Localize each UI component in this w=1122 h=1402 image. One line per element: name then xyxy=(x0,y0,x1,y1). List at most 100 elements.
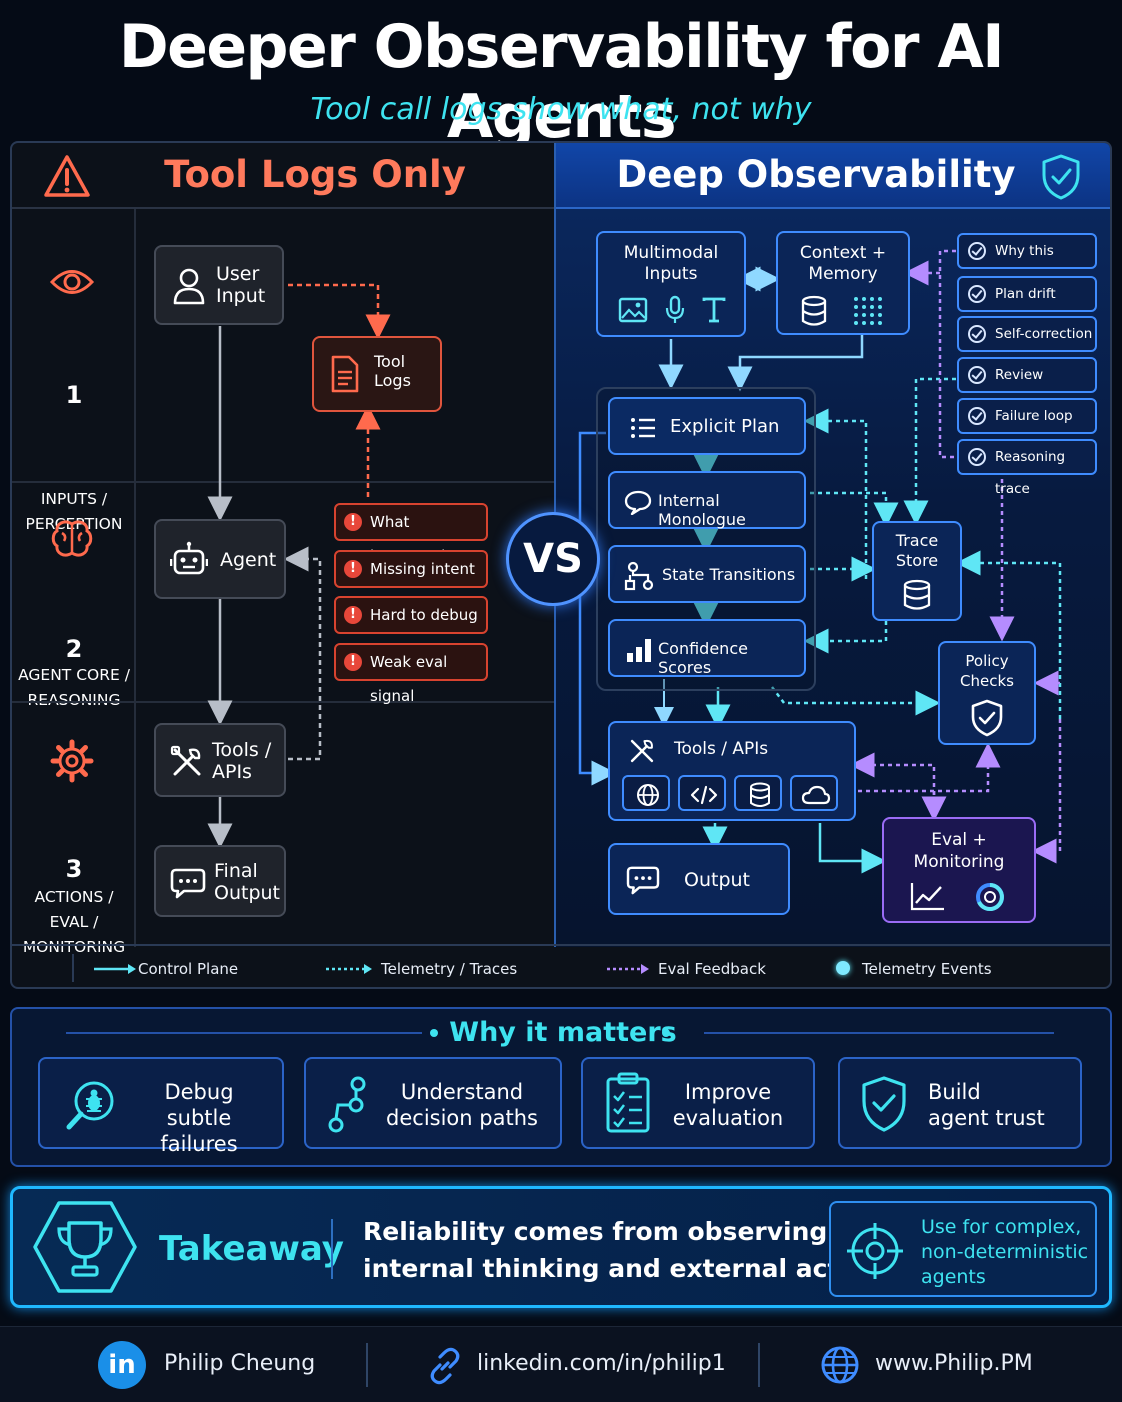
purple-dotted-arrow-icon xyxy=(607,964,649,974)
label-line: Multimodal xyxy=(623,243,719,263)
checklist-icon xyxy=(606,1072,650,1133)
benefit-card: Understand decision paths xyxy=(304,1057,562,1149)
benefit-line: Build xyxy=(928,1080,981,1104)
linkedin-link[interactable]: linkedin.com/in/philip1 xyxy=(477,1351,726,1376)
tool-logs-box: Tool Logs xyxy=(312,336,442,412)
benefit-line: decision paths xyxy=(386,1106,538,1130)
label-line: User xyxy=(216,263,260,285)
policy-checks-label: Policy Checks xyxy=(940,651,1034,691)
linkedin-icon: in xyxy=(98,1341,146,1389)
database-tool xyxy=(734,775,782,811)
stage-column: 1 INPUTS / PERCEPTION 2 AGENT CORE / REA… xyxy=(12,209,136,956)
divider-dot xyxy=(430,1029,438,1037)
label-line: Monitoring xyxy=(913,852,1005,872)
insight-tag: Reasoning trace xyxy=(957,439,1097,497)
divider-line xyxy=(66,1032,422,1034)
final-output-box: Final Output xyxy=(154,845,286,917)
label-line: Tools / xyxy=(212,739,272,761)
tools-icon xyxy=(170,745,201,776)
benefit-line: evaluation xyxy=(672,1106,784,1130)
state-transitions-label: State Transitions xyxy=(662,565,796,584)
bar-chart-icon xyxy=(627,639,651,662)
check-circle-icon xyxy=(968,366,986,384)
label-line: Output xyxy=(214,882,280,904)
final-output-label: Final Output xyxy=(214,860,280,904)
trophy-icon xyxy=(33,1201,137,1293)
check-circle-icon xyxy=(968,407,986,425)
shield-check-icon xyxy=(1042,154,1080,200)
stage-number: 3 xyxy=(65,855,83,883)
warning-icon xyxy=(44,155,90,197)
trace-store-label: Trace Store xyxy=(874,531,960,571)
output-box: Output xyxy=(608,843,790,915)
alert-icon: ! xyxy=(344,606,362,624)
document-icon xyxy=(331,355,359,393)
message-line: internal thinking and external actions xyxy=(363,1254,898,1283)
state-transitions-box: State Transitions xyxy=(608,545,806,603)
divider-line xyxy=(704,1032,1054,1034)
tag-text: Plan drift xyxy=(995,286,1056,302)
legend: Control Plane Telemetry / Traces Eval Fe… xyxy=(10,944,1112,989)
dotted-arrow-icon xyxy=(326,964,372,974)
user-input-label: User Input xyxy=(216,263,265,307)
page-subtitle: Tool call logs show what, not why xyxy=(310,92,812,127)
trace-store-box: Trace Store xyxy=(872,521,962,621)
label-line: APIs xyxy=(212,761,252,783)
label-line: Memory xyxy=(808,264,878,284)
note-line: Use for complex, xyxy=(921,1216,1082,1238)
takeaway-note: Use for complex, non-deterministic agent… xyxy=(829,1201,1097,1297)
website-link[interactable]: www.Philip.PM xyxy=(875,1351,1033,1376)
thought-bubble-icon xyxy=(624,490,652,515)
benefit-text: Debug subtle failures xyxy=(126,1079,272,1157)
benefit-card: Build agent trust xyxy=(838,1057,1082,1149)
tool-logs-heading: Tool Logs Only xyxy=(164,153,466,196)
issue-text: Missing intent xyxy=(370,560,475,578)
benefit-line: agent trust xyxy=(928,1106,1045,1130)
stage-label-line: MONITORING xyxy=(22,938,126,956)
stage-label-line: ACTIONS / xyxy=(34,888,114,906)
stage-divider xyxy=(12,481,554,483)
vs-badge: VS xyxy=(506,512,600,606)
benefit-line: Understand xyxy=(400,1080,524,1104)
image-icon xyxy=(618,297,648,323)
gauge-ring-icon xyxy=(976,883,1004,911)
database-icon xyxy=(750,782,770,807)
explicit-plan-label: Explicit Plan xyxy=(670,416,780,437)
agent-box: Agent xyxy=(154,519,286,599)
alert-icon: ! xyxy=(344,513,362,531)
legend-divider xyxy=(72,954,74,982)
stage-label-line: AGENT CORE / xyxy=(18,666,130,684)
tool-logs-label: Tool Logs xyxy=(374,352,411,390)
label-line: Final xyxy=(214,860,258,882)
benefit-line: Debug xyxy=(164,1080,234,1104)
page-title: Deeper Observability for AI Agents xyxy=(118,12,1005,152)
tools-apis-label: Tools / APIs xyxy=(674,739,769,759)
footer-divider xyxy=(758,1343,760,1387)
label-line: Inputs xyxy=(644,264,698,284)
takeaway-label: Takeaway xyxy=(159,1229,344,1269)
list-icon xyxy=(631,418,655,438)
internal-monologue-box: Internal Monologue xyxy=(608,471,806,529)
explicit-plan-box: Explicit Plan xyxy=(608,397,806,455)
label-line: Input xyxy=(216,285,266,307)
stage-divider xyxy=(12,701,554,703)
issue-text: Hard to debug xyxy=(370,606,478,624)
legend-item: Eval Feedback xyxy=(658,960,766,978)
globe-icon xyxy=(637,784,659,806)
benefit-card: Debug subtle failures xyxy=(38,1057,284,1156)
note-line: non-deterministic xyxy=(921,1241,1089,1263)
issue-badge: ! Weak eval signal xyxy=(334,643,488,705)
telemetry-dot-icon xyxy=(836,961,850,975)
tools-apis-label: Tools / APIs xyxy=(212,739,271,783)
legend-item: Telemetry / Traces xyxy=(381,960,518,978)
tools-apis-panel: Tools / APIs xyxy=(608,721,856,821)
footer-divider xyxy=(366,1343,368,1387)
eye-icon xyxy=(49,270,95,294)
vs-label: VS xyxy=(523,536,583,582)
takeaway-banner: Takeaway Reliability comes from observin… xyxy=(10,1186,1112,1308)
globe-icon xyxy=(821,1346,859,1384)
decision-path-icon xyxy=(328,1076,366,1133)
benefit-line: subtle failures xyxy=(160,1106,238,1156)
benefit-text: Improve evaluation xyxy=(661,1079,795,1131)
agent-label: Agent xyxy=(220,549,277,571)
